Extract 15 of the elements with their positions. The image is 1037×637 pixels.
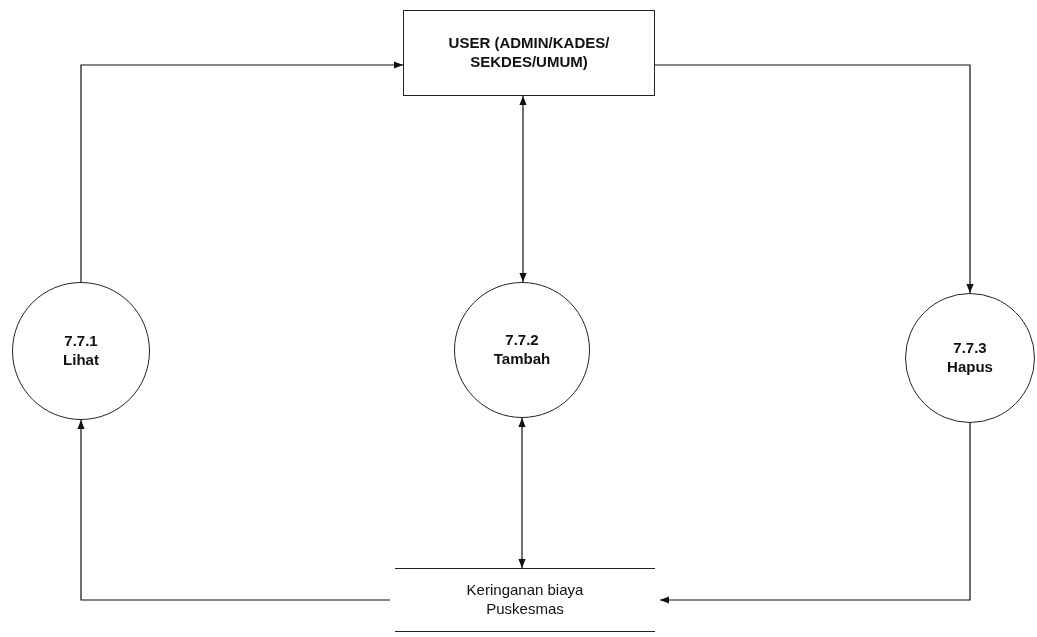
process-number: 7.7.3 (953, 339, 987, 358)
entity-box (403, 10, 655, 96)
arrow (519, 95, 527, 283)
process-number: 7.7.2 (505, 331, 539, 350)
arrow (654, 64, 974, 294)
process-name: Tambah (493, 350, 551, 369)
process-number: 7.7.1 (64, 332, 98, 351)
data-store-name: Keringanan biaya Puskesmas (465, 581, 585, 619)
arrow (80, 61, 404, 283)
arrow (518, 417, 526, 569)
process-name: Hapus (947, 358, 993, 377)
entity-name: USER (ADMIN/KADES/ SEKDES/UMUM) (447, 34, 611, 72)
arrow (659, 422, 971, 604)
process-name: Lihat (63, 351, 99, 370)
arrow (77, 419, 391, 601)
